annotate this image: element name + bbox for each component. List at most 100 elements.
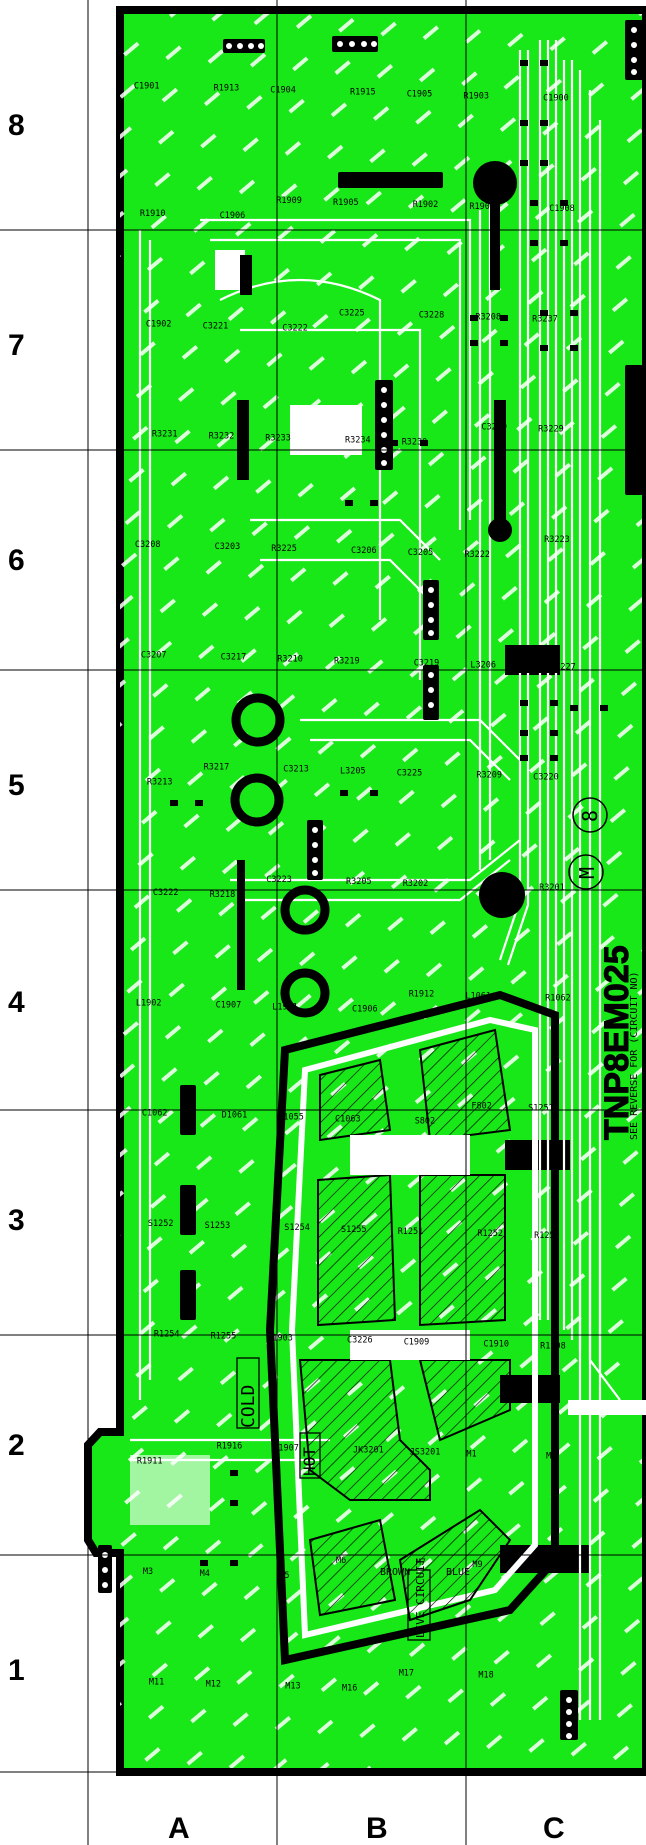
component-ref: C3206 <box>351 546 377 556</box>
component-ref: C3219 <box>414 658 440 668</box>
component-ref: C1062 <box>142 1109 168 1119</box>
component-ref: C1906 <box>352 1004 378 1014</box>
component-ref: R3222 <box>464 550 490 560</box>
board-blue-label: BLUE <box>446 1567 470 1578</box>
component-ref: L1061 <box>465 991 491 1001</box>
component-ref: M4 <box>200 1569 210 1579</box>
component-ref: C1900 <box>543 94 569 104</box>
component-ref: R3217 <box>204 763 230 773</box>
board-part-number: TNP8EM025 <box>598 945 636 1140</box>
component-ref: M13 <box>285 1681 300 1691</box>
component-ref: M1 <box>466 1450 476 1460</box>
row-label-8: 8 <box>8 109 25 142</box>
component-ref: R1910 <box>140 209 166 219</box>
component-ref: R3205 <box>346 877 372 887</box>
row-label-3: 3 <box>8 1204 25 1237</box>
trace-bundle <box>130 40 621 1720</box>
component-ref: C3223 <box>266 875 292 885</box>
component-ref: D1055 <box>278 1113 304 1123</box>
component-ref: C3220 <box>533 773 559 783</box>
component-ref: S1252 <box>148 1219 174 1229</box>
component-ref: L3206 <box>470 660 496 670</box>
component-ref: R3233 <box>265 434 291 444</box>
component-ref: R1252 <box>477 1229 503 1239</box>
component-ref: C3217 <box>221 652 247 662</box>
component-ref: R1912 <box>409 989 435 999</box>
component-ref: R3210 <box>277 654 303 664</box>
svg-text:8: 8 <box>578 810 602 822</box>
component-ref: R3232 <box>209 432 235 442</box>
row-label-6: 6 <box>8 544 25 577</box>
component-ref: R3213 <box>147 778 173 788</box>
col-label-c: C <box>543 1812 565 1845</box>
component-ref: M11 <box>149 1677 164 1687</box>
row-label-5: 5 <box>8 769 25 802</box>
col-label-a: A <box>168 1812 190 1845</box>
component-ref: C3213 <box>283 765 309 775</box>
component-ref: C1908 <box>549 204 575 214</box>
component-ref: S1254 <box>284 1223 310 1233</box>
component-ref: R3225 <box>271 544 297 554</box>
component-ref: M12 <box>206 1679 221 1689</box>
component-ref: C1905 <box>407 90 433 100</box>
component-ref: R3209 <box>476 771 502 781</box>
component-ref: R3237 <box>532 314 558 324</box>
component-ref: R3218 <box>210 890 236 900</box>
connector-pins <box>102 27 637 1739</box>
row-label-7: 7 <box>8 329 25 362</box>
component-ref: S1255 <box>341 1225 367 1235</box>
component-ref: R3223 <box>544 535 570 545</box>
component-ref: JS3201 <box>410 1448 441 1458</box>
component-ref: C1902 <box>146 319 172 329</box>
connector-headers <box>98 20 643 1740</box>
component-ref: C1907 <box>216 1000 242 1010</box>
component-ref: C3209 <box>481 423 507 433</box>
component-ref: C3222 <box>153 888 179 898</box>
component-ref: R3230 <box>402 438 428 448</box>
component-ref: M18 <box>478 1670 493 1680</box>
component-ref: C3225 <box>339 308 365 318</box>
col-label-b: B <box>366 1812 388 1845</box>
component-ref: R1909 <box>276 196 302 206</box>
component-ref: M17 <box>399 1668 414 1678</box>
component-ref: R1913 <box>214 84 240 94</box>
board-reverse-note: SEE REVERSE FOR (CIRCUIT NO) <box>629 971 640 1140</box>
component-ref: R1253 <box>534 1231 560 1241</box>
row-label-2: 2 <box>8 1429 25 1462</box>
component-ref: L1901 <box>272 1002 298 1012</box>
component-ref: C3203 <box>215 542 241 552</box>
component-ref: C3205 <box>408 548 434 558</box>
component-ref: R3208 <box>475 312 501 322</box>
board-live-circuit-label: LIVE CIRCUIT <box>414 1558 427 1638</box>
component-ref: R1916 <box>217 1442 243 1452</box>
component-ref: M5 <box>279 1571 289 1581</box>
component-ref: C1901 <box>134 82 160 92</box>
component-ref: C3207 <box>141 650 167 660</box>
component-ref: C1904 <box>270 86 296 96</box>
component-ref: R1903 <box>463 92 489 102</box>
component-ref: F802 <box>471 1102 491 1112</box>
component-ref: M2 <box>546 1452 556 1462</box>
component-ref: R1911 <box>137 1457 163 1467</box>
component-ref: S1251 <box>528 1104 554 1114</box>
column-labels: A B C <box>168 1812 565 1845</box>
component-ref: C3226 <box>347 1335 373 1345</box>
mounting-pads <box>230 161 560 1018</box>
component-ref: R3201 <box>539 883 565 893</box>
component-ref: C1909 <box>404 1337 430 1347</box>
svg-text:M: M <box>575 867 599 879</box>
component-ref: L3205 <box>340 767 366 777</box>
component-ref: C1063 <box>335 1115 361 1125</box>
component-ref: R1255 <box>211 1331 237 1341</box>
component-ref: R3231 <box>152 430 178 440</box>
component-ref: R3219 <box>334 656 360 666</box>
component-ref: S802 <box>415 1117 435 1127</box>
component-ref: R1907 <box>273 1444 299 1454</box>
component-ref: M6 <box>336 1556 346 1566</box>
board-logo-m <box>568 854 604 890</box>
component-ref: C3227 <box>550 662 576 672</box>
component-ref: S1253 <box>205 1221 231 1231</box>
component-ref: M3 <box>143 1567 153 1577</box>
